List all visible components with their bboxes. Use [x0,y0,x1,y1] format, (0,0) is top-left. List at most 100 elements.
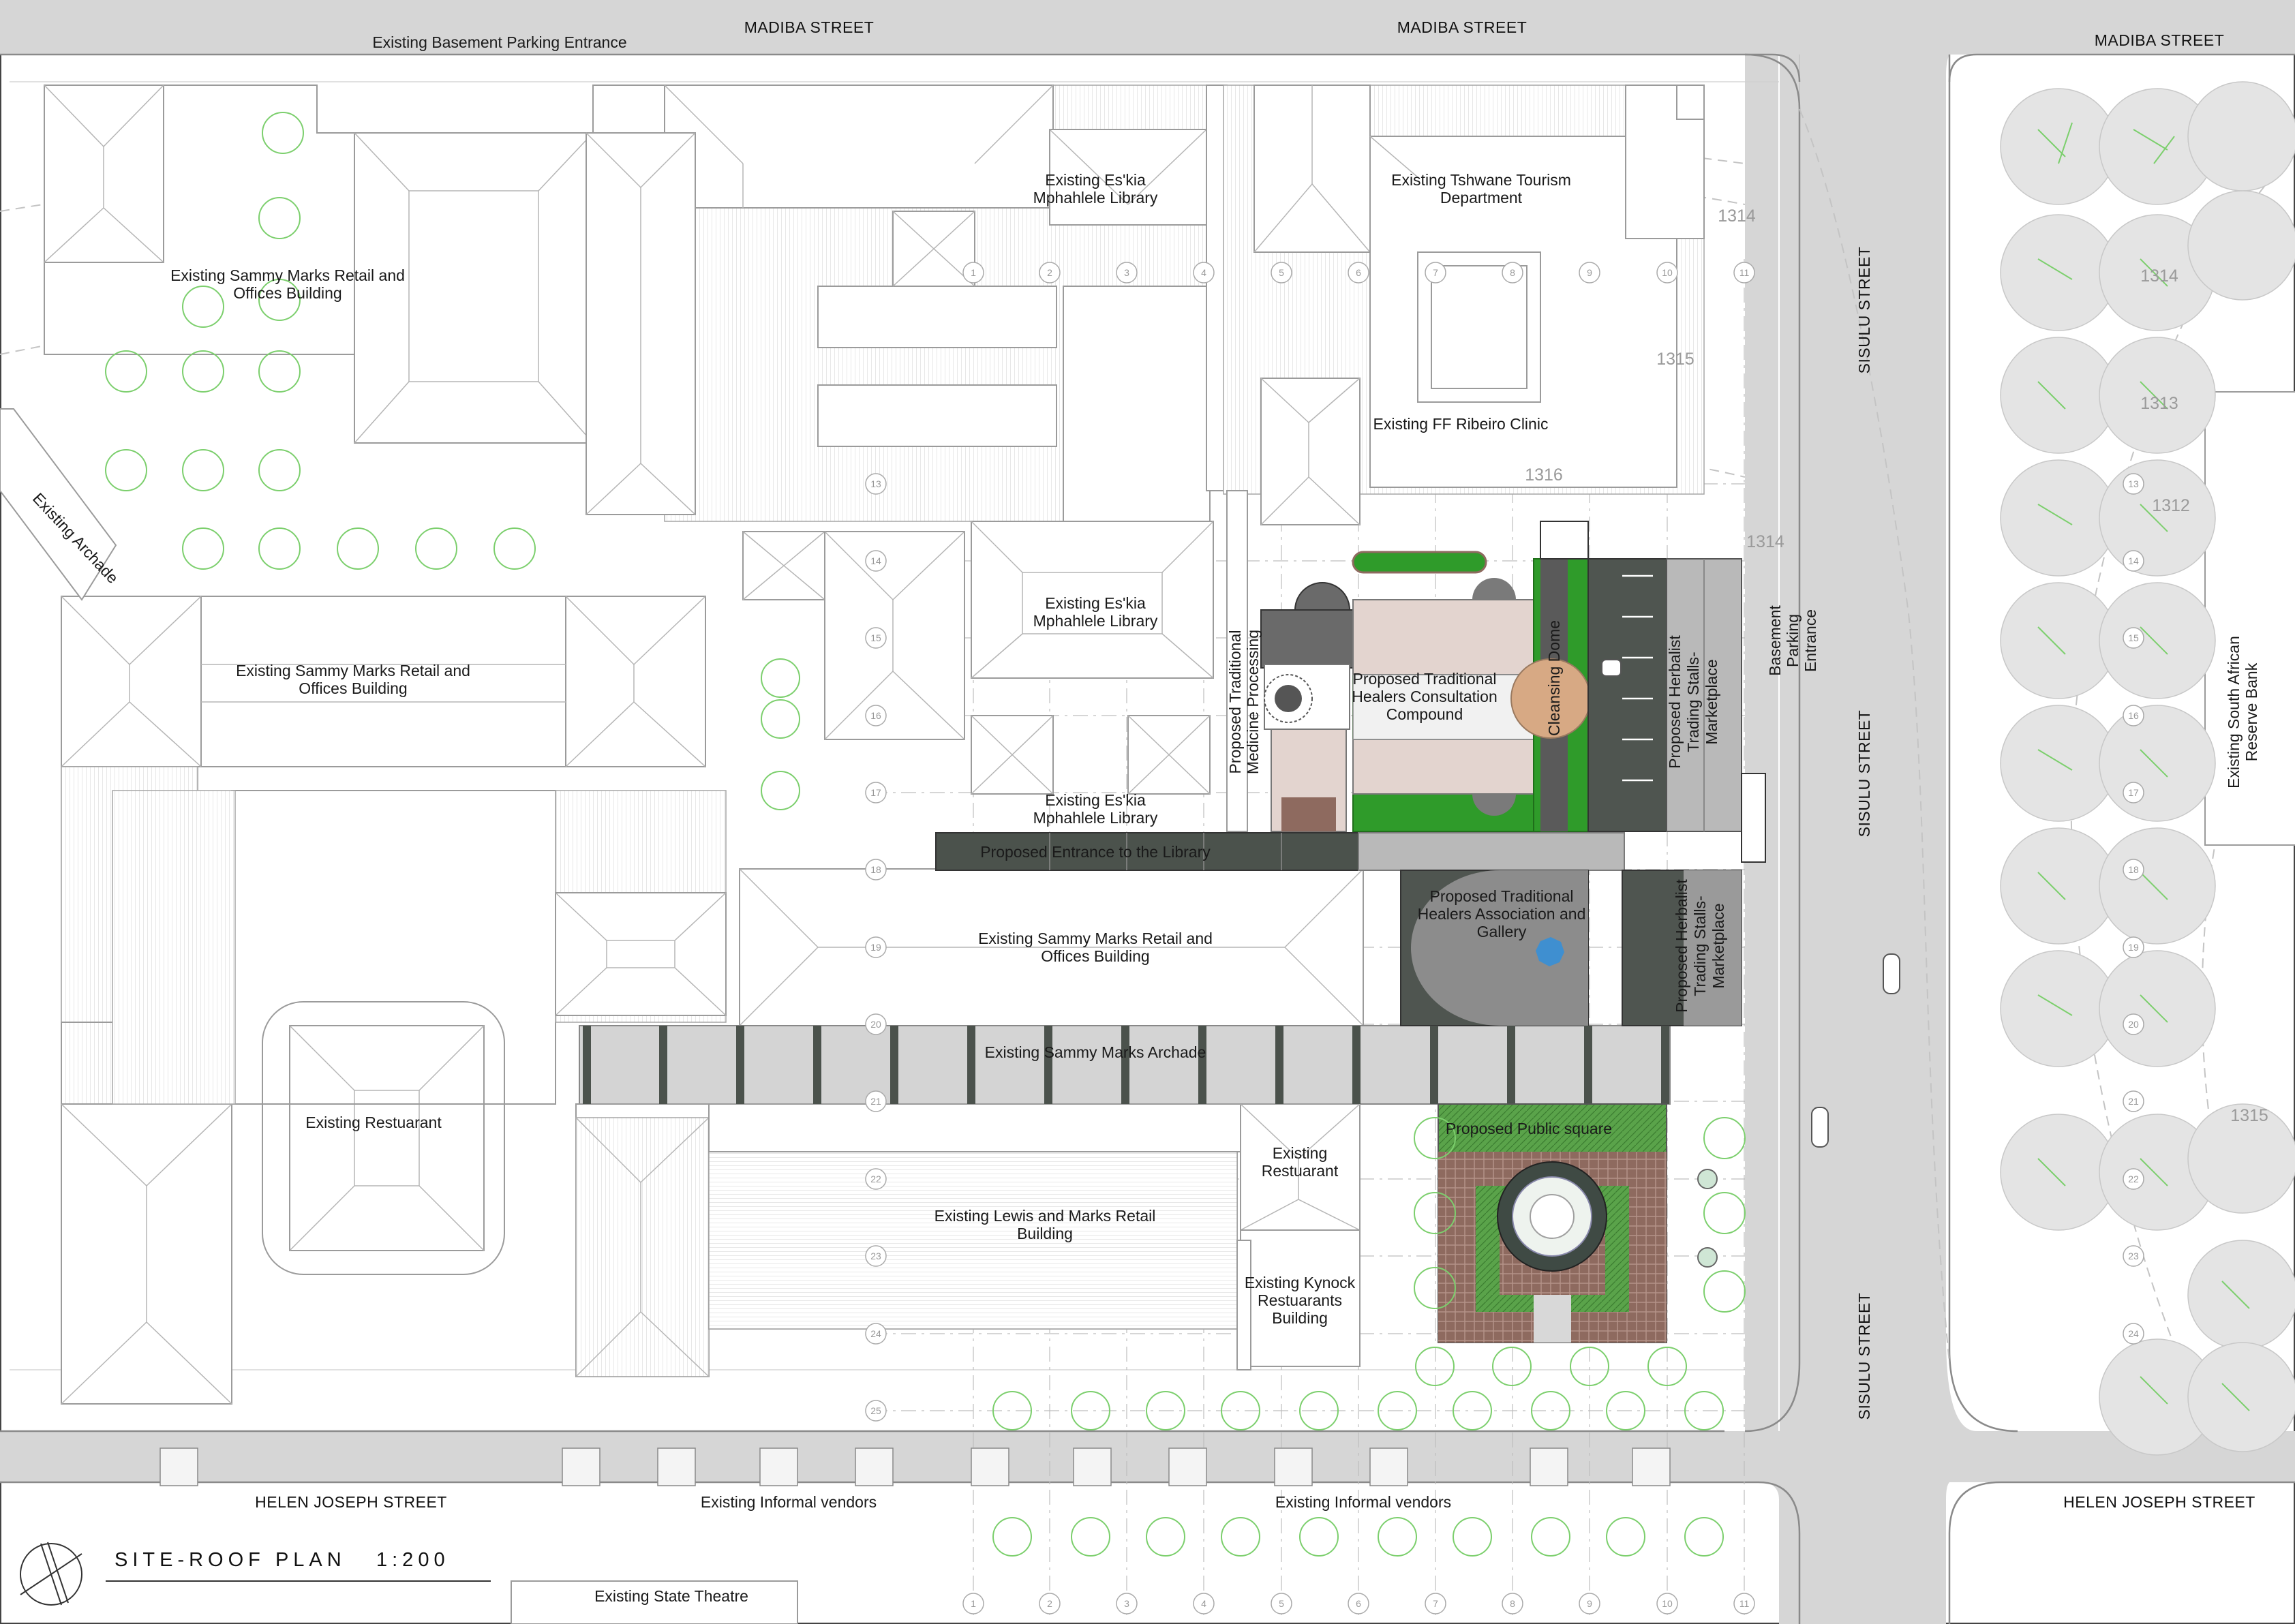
label-herbalist-1-l2: Trading Stalls- [1684,652,1702,752]
trees [105,81,2295,1557]
label-public-square: Proposed Public square [1446,1120,1612,1137]
proposed-elements [583,521,1766,1343]
contour-1314-b: 1314 [1746,532,1784,551]
grid-row-17-right: 17 [2128,787,2139,798]
label-medicine-processing-l2: Medicine Processing [1244,630,1262,774]
north-arrow-icon [20,1543,82,1606]
label-restaurant-mid-l1: Existing [1273,1144,1328,1162]
building-labels: Existing Basement Parking Entrance Exist… [29,33,2260,1605]
grid-col-11-bottom: 11 [1739,1598,1750,1609]
label-reserve-bank-l1: Existing South African [2225,636,2243,788]
label-basement-parking-entrance: Existing Basement Parking Entrance [372,33,626,51]
label-kynock-l2: Restuarants [1258,1291,1342,1309]
label-herbalist-2-l3: Marketplace [1709,903,1727,988]
contour-1316: 1316 [1525,465,1563,485]
grid-col-8: 8 [1510,267,1515,278]
grid-row-20-right: 20 [2128,1019,2139,1030]
madiba-street-road [0,0,2295,55]
label-consultation-l2: Healers Consultation [1352,688,1498,705]
contour-1315-b: 1315 [2230,1106,2268,1125]
label-cleansing-dome: Cleansing Dome [1545,620,1563,736]
grid-row-13: 13 [870,478,881,489]
helen-joseph-street-label-1: HELEN JOSEPH STREET [255,1493,447,1511]
grid-col-9-bottom: 9 [1587,1598,1592,1609]
grid-bubbles [865,262,2144,1614]
label-sammy-archade: Existing Sammy Marks Archade [985,1043,1206,1061]
grid-col-1-bottom: 1 [971,1598,976,1609]
contour-1312: 1312 [2152,496,2190,515]
grid-row-13-right: 13 [2128,478,2139,489]
label-sammy-marks-2-l1: Existing Sammy Marks Retail and [236,662,470,679]
contour-1314-c: 1314 [2140,266,2178,286]
grid-col-3: 3 [1124,267,1129,278]
label-informal-vendors-1: Existing Informal vendors [701,1493,877,1511]
helen-joseph-street-label-2: HELEN JOSEPH STREET [2063,1493,2255,1511]
label-library-3-l2: Mphahlele Library [1033,809,1158,827]
label-lewis-marks-l1: Existing Lewis and Marks Retail [934,1207,1156,1225]
grid-row-14: 14 [870,555,881,566]
label-sammy-marks-1-l1: Existing Sammy Marks Retail and [170,266,405,284]
grid-row-24-right: 24 [2128,1328,2139,1339]
label-informal-vendors-2: Existing Informal vendors [1275,1493,1451,1511]
label-tourism-l2: Department [1440,189,1523,206]
label-medicine-processing-l1: Proposed Traditional [1226,630,1244,774]
sisulu-street-label-3: SISULU STREET [1855,1293,1873,1420]
grid-row-19: 19 [870,942,881,953]
grid-col-6-bottom: 6 [1356,1598,1361,1609]
grid-row-19-right: 19 [2128,942,2139,953]
grid-row-18-right: 18 [2128,864,2139,875]
label-entrance-library: Proposed Entrance to the Library [980,843,1211,861]
label-association-l3: Gallery [1477,923,1527,940]
grid-row-15-right: 15 [2128,632,2139,643]
label-sammy-marks-3-l1: Existing Sammy Marks Retail and [978,930,1213,947]
street-labels: MADIBA STREET MADIBA STREET MADIBA STREE… [255,18,2255,1511]
madiba-street-label-2: MADIBA STREET [1397,18,1528,36]
grid-row-20: 20 [870,1019,881,1030]
label-consultation-l1: Proposed Traditional [1353,670,1497,688]
grid-col-9: 9 [1587,267,1592,278]
label-restaurant-left: Existing Restuarant [305,1114,442,1131]
grid-col-4: 4 [1201,267,1206,278]
grid-row-22: 22 [870,1174,881,1184]
grid-col-8-bottom: 8 [1510,1598,1515,1609]
label-association-l1: Proposed Traditional [1430,887,1574,905]
label-herbalist-2-l2: Trading Stalls- [1691,895,1709,996]
title-block: SITE-ROOF PLAN 1:200 [20,1542,491,1606]
sisulu-street-label-2: SISULU STREET [1855,710,1873,838]
grid-col-6: 6 [1356,267,1361,278]
grid-row-15: 15 [870,632,881,643]
grid-row-23-right: 23 [2128,1251,2139,1261]
label-consultation-l3: Compound [1386,705,1463,723]
grid-row-14-right: 14 [2128,555,2139,566]
grid-row-23: 23 [870,1251,881,1261]
label-tourism-l1: Existing Tshwane Tourism [1391,171,1571,189]
grid-row-22-right: 22 [2128,1174,2139,1184]
grid-col-2: 2 [1047,267,1052,278]
label-herbalist-1-l3: Marketplace [1703,659,1720,744]
label-reserve-bank-l2: Reserve Bank [2243,662,2260,761]
label-sammy-marks-1-l2: Offices Building [233,284,341,302]
grid-row-21: 21 [870,1096,881,1107]
grid-col-10-bottom: 10 [1662,1598,1673,1609]
drawing-title: SITE-ROOF PLAN [115,1549,346,1571]
grid-row-25: 25 [870,1405,881,1416]
madiba-street-label-1: MADIBA STREET [744,18,875,36]
grid-row-24: 24 [870,1328,881,1339]
label-library-1-l1: Existing Es'kia [1045,171,1146,189]
label-lewis-marks-l2: Building [1017,1225,1073,1242]
label-library-1-l2: Mphahlele Library [1033,189,1158,206]
vendor-kiosks [159,1447,1671,1486]
grid-row-17: 17 [870,787,881,798]
label-basement-parking-right-l2: Parking [1784,614,1802,667]
grid-col-11: 11 [1739,267,1750,278]
grid-col-10: 10 [1662,267,1673,278]
label-kynock-l1: Existing Kynock [1245,1274,1356,1291]
grid-col-3-bottom: 3 [1124,1598,1129,1609]
label-state-theatre: Existing State Theatre [594,1587,748,1605]
contour-labels: 1314 1315 1316 1314 1314 1313 1312 1315 [1525,206,2268,1125]
contour-1313: 1313 [2140,394,2178,413]
grid-row-16: 16 [870,710,881,721]
grid-row-16-right: 16 [2128,710,2139,721]
